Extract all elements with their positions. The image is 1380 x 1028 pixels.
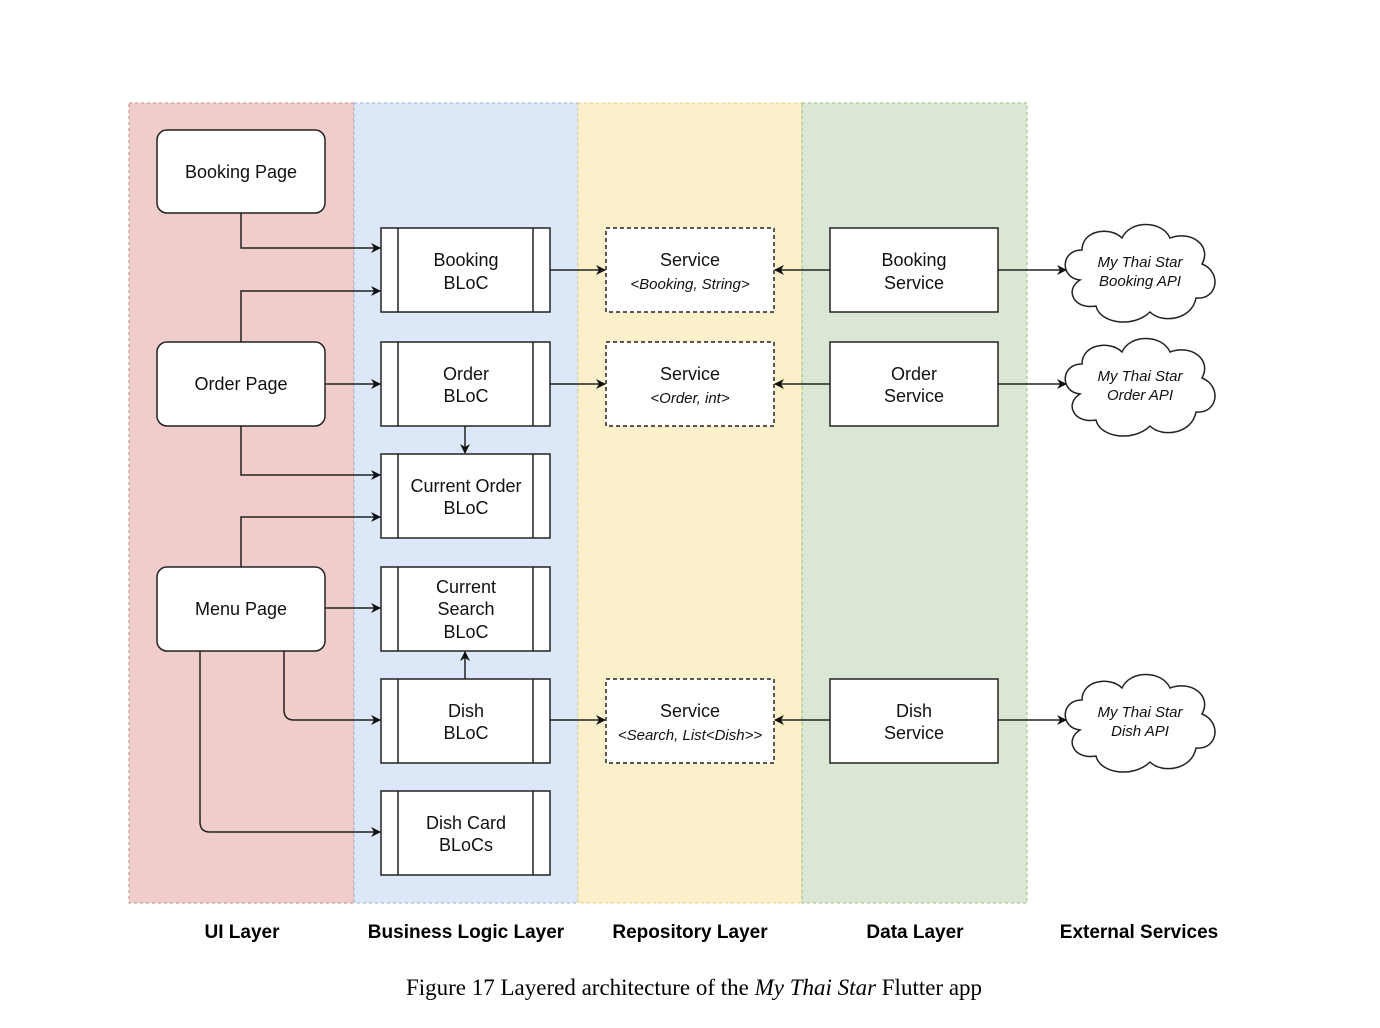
order-bloc-node: Order BLoC (380, 341, 551, 427)
dish-service-node: Dish Service (829, 678, 999, 764)
order-page-node: Order Page (156, 341, 326, 427)
external-api-label: My Thai Star (1097, 368, 1183, 385)
order-service-node: Order Service (829, 341, 999, 427)
booking-page-node: Booking Page (156, 129, 326, 214)
bloc-label: Booking (433, 250, 498, 270)
bloc-label: Current Order (410, 476, 521, 496)
external-api-label: Order API (1107, 387, 1173, 404)
data-layer-label: Data Layer (866, 922, 964, 943)
order-service-repository-node: Service <Order, int> (605, 341, 775, 427)
booking-bloc-node: Booking BLoC (380, 227, 551, 313)
booking-page-label: Booking Page (185, 162, 297, 182)
repository-layer-label: Repository Layer (612, 922, 768, 943)
dish-service-repository-node: Service <Search, List<Dish>> (605, 678, 775, 764)
external-services-label: External Services (1060, 922, 1218, 943)
repository-layer-band (577, 102, 803, 904)
bloc-label: BLoC (443, 622, 488, 642)
bloc-label: BLoC (443, 723, 488, 743)
repository-type-label: <Order, int> (650, 390, 729, 407)
data-service-label: Order (891, 364, 937, 384)
repository-label: Service (660, 701, 720, 721)
data-service-label: Service (884, 273, 944, 293)
bloc-label: Dish (448, 701, 484, 721)
bloc-label: BLoC (443, 273, 488, 293)
data-service-label: Service (884, 723, 944, 743)
repository-type-label: <Booking, String> (630, 276, 749, 293)
caption-app-name: My Thai Star (754, 975, 877, 1000)
menu-page-label: Menu Page (195, 599, 287, 619)
cloud-icon (1064, 223, 1216, 323)
caption-suffix: Flutter app (876, 975, 982, 1000)
external-api-label: Dish API (1111, 723, 1169, 740)
bloc-label: BLoC (443, 498, 488, 518)
bloc-label: Current (436, 577, 496, 597)
booking-api-cloud: My Thai Star Booking API (1064, 223, 1216, 323)
repository-type-label: <Search, List<Dish>> (618, 727, 762, 744)
order-page-label: Order Page (194, 374, 287, 394)
external-api-label: My Thai Star (1097, 704, 1183, 721)
order-api-cloud: My Thai Star Order API (1064, 337, 1216, 437)
booking-service-node: Booking Service (829, 227, 999, 313)
bloc-label: Order (443, 364, 489, 384)
repository-label: Service (660, 250, 720, 270)
caption-prefix: Figure 17 Layered architecture of the (406, 975, 755, 1000)
cloud-icon (1064, 337, 1216, 437)
current-search-bloc-node: Current Search BLoC (380, 566, 551, 652)
booking-service-repository-node: Service <Booking, String> (605, 227, 775, 313)
figure-caption: Figure 17 Layered architecture of the My… (406, 975, 982, 1000)
dish-api-cloud: My Thai Star Dish API (1064, 673, 1216, 773)
data-service-label: Dish (896, 701, 932, 721)
data-service-label: Service (884, 386, 944, 406)
current-order-bloc-node: Current Order BLoC (380, 453, 551, 539)
dish-card-blocs-node: Dish Card BLoCs (380, 790, 551, 876)
bloc-label: Dish Card (426, 813, 506, 833)
business-layer-label: Business Logic Layer (368, 922, 565, 943)
external-api-label: My Thai Star (1097, 254, 1183, 271)
bloc-label: BLoCs (439, 835, 493, 855)
cloud-icon (1064, 673, 1216, 773)
bloc-label: Search (437, 599, 494, 619)
data-layer-band (801, 102, 1028, 904)
data-service-label: Booking (881, 250, 946, 270)
repository-label: Service (660, 364, 720, 384)
connectors (199, 213, 1067, 837)
dish-bloc-node: Dish BLoC (380, 678, 551, 764)
menu-page-node: Menu Page (156, 566, 326, 652)
ui-layer-label: UI Layer (205, 922, 281, 943)
bloc-label: BLoC (443, 386, 488, 406)
external-api-label: Booking API (1099, 273, 1181, 290)
